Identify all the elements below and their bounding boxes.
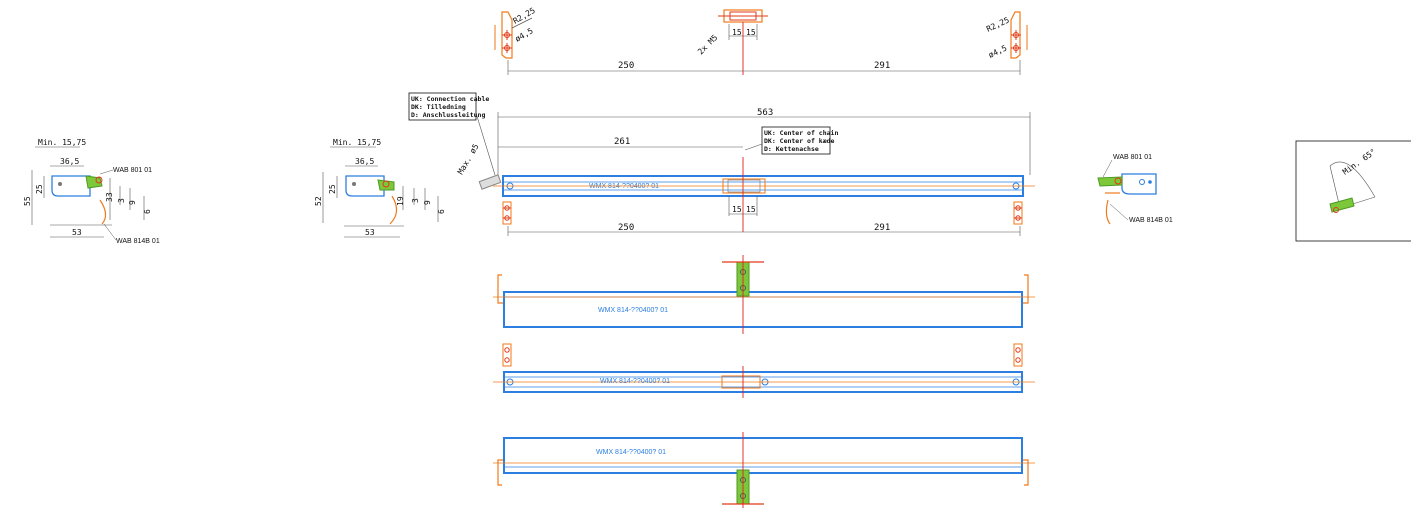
sr-wab814: WAB 814B 01 [1129,217,1173,224]
sm-bracket [389,195,398,225]
sl-wab814: WAB 814B 01 [116,238,160,245]
sr-profile [1121,173,1157,195]
sm-3: 3 [411,198,420,203]
sm-profile [345,175,385,197]
top-left-radius: R2,25 [512,6,538,26]
sm-min: Min. 15,75 [333,138,381,147]
sl-36: 36,5 [60,157,79,166]
dim-261: 261 [614,137,630,147]
main-bar [478,174,1024,197]
top-center-bracket [718,9,768,23]
section-right: WAB 801 01 WAB 814B 01 [1097,154,1173,225]
variant-3-part: WMX 814-??0400? 01 [596,449,666,456]
sm-53: 53 [365,228,375,237]
sl-bracket [99,199,107,225]
sr-bracket [1105,199,1111,225]
main-dim-15a: 15 [732,205,742,214]
top-right-radius: R2,25 [985,15,1011,33]
cable-end [478,174,502,190]
sm-52: 52 [314,196,323,206]
top-dim-291: 291 [874,61,890,71]
top-dim-15b: 15 [746,28,756,37]
main-dim-15b: 15 [746,205,756,214]
variant-2-part: WMX 814-??0400? 01 [600,378,670,385]
top-left-bracket [494,11,513,59]
sm-36: 36,5 [355,157,374,166]
sl-3: 3 [117,198,126,203]
cable-note-box [408,92,477,121]
top-right-bracket [1010,11,1028,59]
section-left: Min. 15,75 36,5 55 25 33 3 9 6 53 WAB 80… [23,138,160,245]
sl-9: 9 [128,200,137,205]
sm-19: 19 [396,196,405,206]
chain-note-d: D: Kettenachse [764,145,819,153]
variant-1: WMX 814-??0400? 01 [493,255,1035,334]
sl-clip [85,175,103,189]
variant-2: WMX 814-??0400? 01 [493,343,1035,398]
top-left-hole: ø4,5 [514,26,535,44]
sm-6: 6 [437,209,446,214]
main-dim-250: 250 [618,223,634,233]
detail-angle: Min. 65° [1295,140,1411,242]
sr-wab801: WAB 801 01 [1113,154,1152,161]
top-dim-250: 250 [618,61,634,71]
main-part-label: WMX 814-??0400? 01 [589,183,659,190]
chain-note-box [761,126,831,155]
top-dim-15a: 15 [732,28,742,37]
sl-profile [51,175,91,197]
sm-25: 25 [328,184,337,194]
variant-3: WMX 814-??0400? 01 [493,432,1035,508]
top-right-hole: ø4,5 [987,43,1008,59]
chain-note-dk: DK: Center of kæde [764,137,835,145]
sl-33: 33 [105,192,114,202]
main-right-bracket [1013,201,1023,225]
dim-563: 563 [757,108,773,118]
sl-wab801: WAB 801 01 [113,167,152,174]
variant-1-part: WMX 814-??0400? 01 [598,307,668,314]
cable-note-d: D: Anschlussleitung [411,111,485,119]
top-view: R2,25 ø4,5 2x M5 15 15 R2,25 ø4,5 250 29… [494,6,1028,75]
max-5: Max. ø5 [456,142,481,176]
sl-53: 53 [72,228,82,237]
sl-25: 25 [35,184,44,194]
top-m5: 2x M5 [696,33,720,57]
sl-min: Min. 15,75 [38,138,86,147]
main-left-bracket [502,201,512,225]
sl-hole [58,182,62,186]
sl-55: 55 [23,196,32,206]
main-dim-291: 291 [874,223,890,233]
sl-6: 6 [143,209,152,214]
sm-clip [377,179,395,191]
sm-9: 9 [423,200,432,205]
main-view: UK: Connection cable DK: Tilledning D: A… [408,92,1035,236]
cable-note-dk: DK: Tilledning [411,103,466,111]
cable-note-uk: UK: Connection cable [411,95,489,103]
section-mid: Min. 15,75 36,5 52 25 19 3 9 6 53 [314,138,446,238]
chain-note-uk: UK: Center of chain [764,129,838,137]
